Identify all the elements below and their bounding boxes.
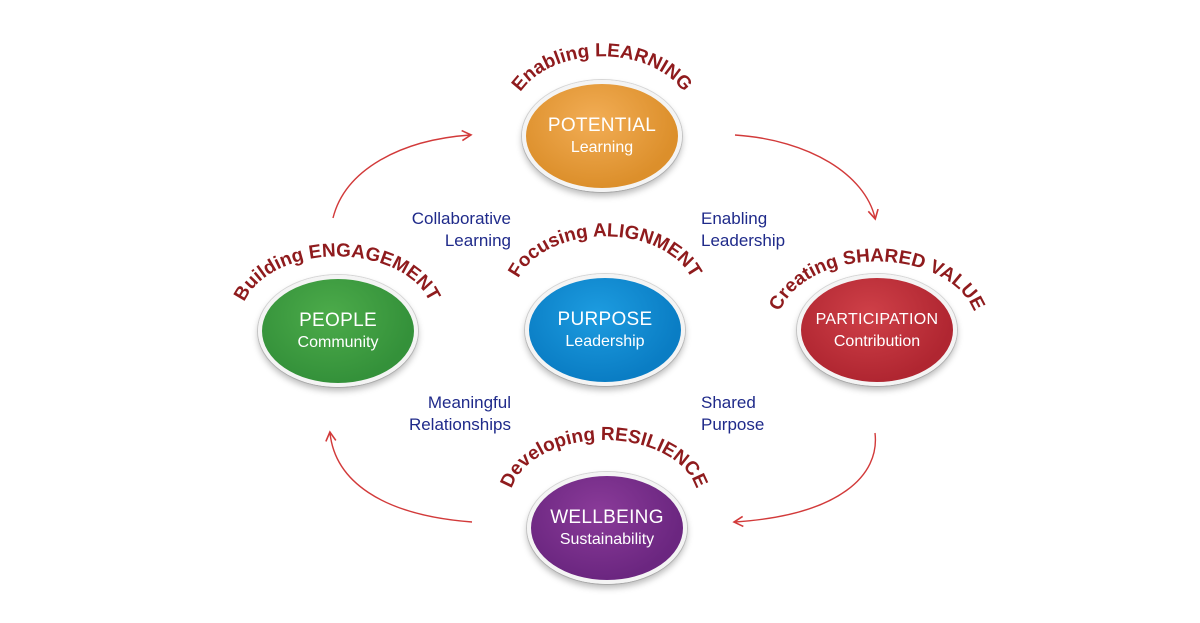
node-purpose: PURPOSE Leadership — [525, 274, 685, 386]
flow-label-line: Meaningful — [427, 393, 511, 412]
flow-label-collaborative-learning: Collaborative Learning — [351, 208, 511, 252]
arrow-wellbeing-to-people — [325, 430, 473, 523]
arc-title-alignment: Focusing ALIGNMENT — [504, 220, 705, 281]
arrow-people-to-potential — [332, 129, 473, 219]
node-purpose-title: PURPOSE — [557, 308, 653, 330]
node-potential: POTENTIAL Learning — [522, 80, 682, 192]
node-participation-title: PARTICIPATION — [815, 310, 939, 328]
flow-label-line: Relationships — [408, 415, 511, 434]
node-people-title: PEOPLE — [299, 309, 377, 331]
flow-label-line: Purpose — [701, 415, 765, 434]
flow-label-enabling-leadership: Enabling Leadership — [701, 208, 861, 252]
flow-label-line: Learning — [444, 231, 511, 250]
arrow-participation-to-wellbeing — [732, 432, 877, 528]
flow-label-shared-purpose: Shared Purpose — [701, 392, 861, 436]
node-wellbeing-title: WELLBEING — [550, 506, 664, 528]
node-people-subtitle: Community — [297, 333, 379, 351]
node-potential-title: POTENTIAL — [547, 114, 657, 136]
flow-label-line: Collaborative — [411, 209, 511, 228]
node-participation: PARTICIPATION Contribution — [797, 274, 957, 386]
arrow-potential-to-participation — [734, 134, 879, 221]
flow-label-line: Shared — [701, 393, 756, 412]
flow-label-line: Enabling — [701, 209, 768, 228]
node-wellbeing: WELLBEING Sustainability — [527, 472, 687, 584]
flow-label-meaningful-relationships: Meaningful Relationships — [351, 392, 511, 436]
node-participation-subtitle: Contribution — [833, 332, 921, 350]
node-wellbeing-subtitle: Sustainability — [559, 530, 655, 548]
node-purpose-subtitle: Leadership — [565, 332, 645, 350]
node-people: PEOPLE Community — [258, 275, 418, 387]
flow-label-line: Leadership — [701, 231, 786, 250]
node-potential-subtitle: Learning — [570, 138, 634, 156]
